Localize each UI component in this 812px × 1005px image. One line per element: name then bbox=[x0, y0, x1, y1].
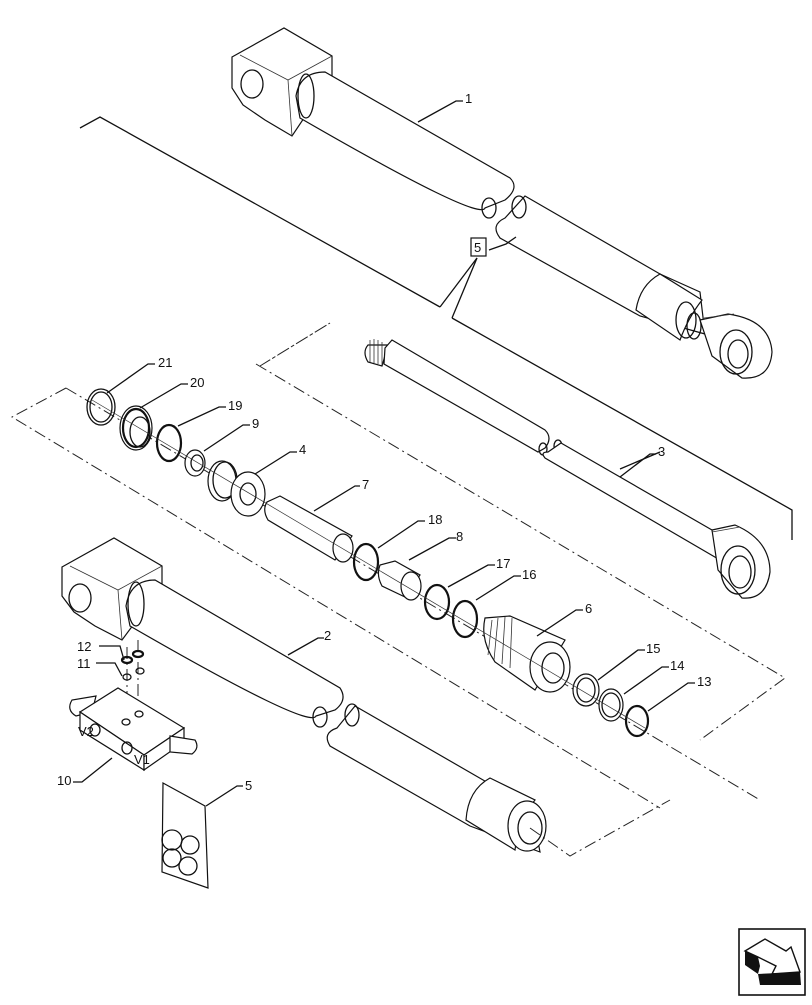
callout-4: 4 bbox=[299, 442, 306, 457]
callout-7: 7 bbox=[362, 477, 369, 492]
callout-5-box: 5 bbox=[474, 240, 481, 255]
callout-9: 9 bbox=[252, 416, 259, 431]
callout-19: 19 bbox=[228, 398, 242, 413]
port-label-v1: V1 bbox=[134, 752, 150, 767]
callout-21: 21 bbox=[158, 355, 172, 370]
valve-block-drawing: V2 V1 bbox=[69, 640, 198, 772]
port-label-v2: V2 bbox=[78, 724, 94, 739]
next-page-arrow-icon[interactable] bbox=[738, 928, 806, 996]
cylinder-barrel-drawing bbox=[61, 537, 671, 857]
callout-12: 12 bbox=[77, 639, 91, 654]
callout-14: 14 bbox=[670, 658, 684, 673]
callout-3: 3 bbox=[658, 444, 665, 459]
callout-17: 17 bbox=[496, 556, 510, 571]
callout-11: 11 bbox=[77, 656, 91, 671]
callout-5: 5 bbox=[245, 778, 252, 793]
callout-20: 20 bbox=[190, 375, 204, 390]
cylinder-assembly-drawing bbox=[79, 27, 793, 540]
callout-10: 10 bbox=[57, 773, 71, 788]
callout-18: 18 bbox=[428, 512, 442, 527]
callout-13: 13 bbox=[697, 674, 711, 689]
seal-kit-bag-drawing bbox=[161, 781, 209, 889]
callout-6: 6 bbox=[585, 601, 592, 616]
callout-8: 8 bbox=[456, 529, 463, 544]
seal-components-drawing bbox=[10, 387, 761, 809]
callout-15: 15 bbox=[646, 641, 660, 656]
callout-1: 1 bbox=[465, 91, 472, 106]
callout-labels: 1 2 3 4 5 5 6 7 8 9 10 11 12 13 14 15 16… bbox=[57, 91, 711, 793]
piston-rod-drawing bbox=[255, 322, 786, 741]
callout-leaders bbox=[73, 100, 695, 807]
callout-2: 2 bbox=[324, 628, 331, 643]
reference-box bbox=[470, 237, 487, 257]
callout-16: 16 bbox=[522, 567, 536, 582]
